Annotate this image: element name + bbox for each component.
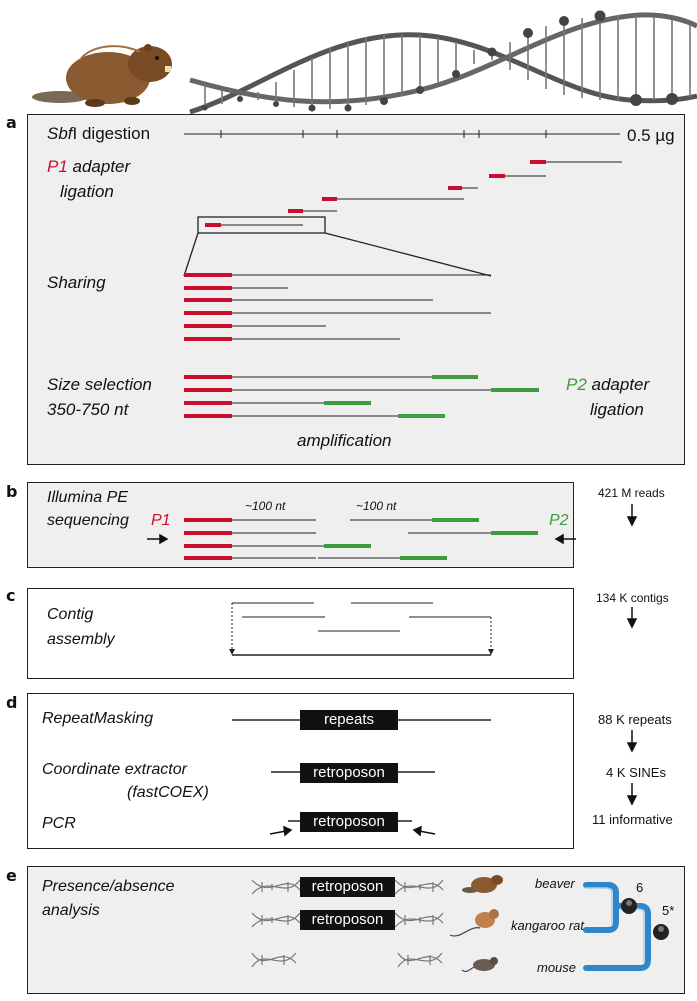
retroposon-text-e1: retroposon [311, 878, 384, 895]
retroposon-box-2 [300, 812, 398, 832]
repeat-masking-label: RepeatMasking [42, 710, 154, 727]
informative-count: 11 informative [592, 812, 673, 827]
header-banner [32, 10, 697, 115]
ligation-label: ligation [60, 182, 114, 201]
panel-c-diagram [229, 602, 638, 656]
panel-a-letter: a [6, 113, 17, 132]
ligated-fragments [205, 160, 622, 227]
primer-arrows [269, 825, 436, 837]
p1-label: P1 [47, 157, 68, 176]
fastcoex-label: (fastCOEX) [127, 784, 209, 801]
p2-label: P2 [566, 375, 587, 394]
digestion-suffix: I digestion [72, 124, 151, 143]
illumina-label: Illumina PE [47, 489, 128, 506]
retroposon-text-2: retroposon [313, 813, 385, 830]
dna-helix-banner [189, 10, 697, 115]
assembly-label: assembly [47, 631, 115, 648]
presence-absence-label: Presence/absence [42, 878, 175, 895]
kangaroo-rat-icon [449, 909, 499, 937]
reads-count: 421 M reads [598, 486, 665, 500]
arrow-icon [626, 504, 638, 527]
size-selection-label: Size selection [47, 375, 152, 394]
retroposon-box-e2 [300, 910, 395, 930]
contig-merge [231, 603, 492, 651]
repeats-box [300, 710, 398, 730]
p2-adapter-word: adapter [586, 375, 650, 394]
coord-extractor-label: Coordinate extractor [42, 761, 187, 778]
dna-amount: 0.5 µg [627, 126, 675, 145]
beaver-icon [462, 875, 503, 893]
digestion-line [184, 130, 620, 138]
dna-helix-icon [251, 879, 444, 895]
repeats-text: repeats [323, 711, 375, 728]
read-length-1: ~100 nt [245, 499, 286, 513]
arrow-icon [626, 730, 638, 806]
amplification-label: amplification [297, 431, 392, 450]
enzyme-name: Sbf [47, 124, 73, 143]
retroposon-box-e1 [300, 877, 395, 897]
p2-ligation-label: ligation [590, 400, 644, 419]
panel-d-diagram [232, 710, 638, 837]
panel-c-letter: c [6, 586, 16, 605]
sharing-label: Sharing [47, 273, 106, 292]
b-p2-label: P2 [549, 512, 569, 529]
dna-helix-icon [251, 952, 443, 968]
panel-e-letter: e [6, 866, 17, 885]
node-label-5: 5* [662, 903, 675, 918]
panel-b-letter: b [6, 482, 18, 501]
species-kangaroo-rat: kangaroo rat [511, 918, 584, 933]
analysis-label: analysis [42, 902, 100, 919]
p1-adapter-label: P1 adapter [47, 157, 130, 177]
dna-helix-icon [251, 912, 444, 928]
panel-a-diagram [183, 130, 622, 418]
read-length-2: ~100 nt [356, 499, 397, 513]
sequencing-label: sequencing [47, 512, 129, 529]
panel-d-letter: d [6, 693, 18, 712]
arrow-icon [626, 607, 638, 629]
retroposon-box-1 [300, 763, 398, 783]
sines-count: 4 K SINEs [606, 765, 666, 780]
node-label-6: 6 [636, 880, 644, 895]
phylogenetic-tree [583, 882, 651, 971]
repeats-count: 88 K repeats [598, 712, 672, 727]
retroposon-text-1: retroposon [313, 764, 385, 781]
zoom-box [183, 216, 492, 277]
size-selected-fragments [184, 375, 539, 418]
contigs-count: 134 K contigs [596, 591, 669, 605]
contig-reads [232, 602, 491, 632]
panel-b-diagram [147, 504, 638, 560]
pcr-label: PCR [42, 815, 76, 832]
contig-label: Contig [47, 606, 94, 623]
sheared-fragments [184, 273, 491, 341]
species-beaver: beaver [535, 876, 575, 891]
adapter-word: adapter [67, 157, 131, 176]
mouse-icon [461, 957, 498, 972]
panel-b [27, 482, 574, 568]
retroposon-text-e2: retroposon [311, 911, 384, 928]
size-range-label: 350-750 nt [47, 400, 129, 419]
species-mouse: mouse [537, 960, 577, 975]
paired-reads [184, 518, 538, 560]
arrow-icon [147, 533, 576, 545]
panel-a [27, 114, 685, 465]
digestion-label: SbfI digestion [47, 124, 150, 144]
b-p1-label: P1 [151, 512, 171, 529]
p2-adapter-label: P2 adapter [566, 375, 649, 395]
beaver-illustration [32, 44, 172, 107]
